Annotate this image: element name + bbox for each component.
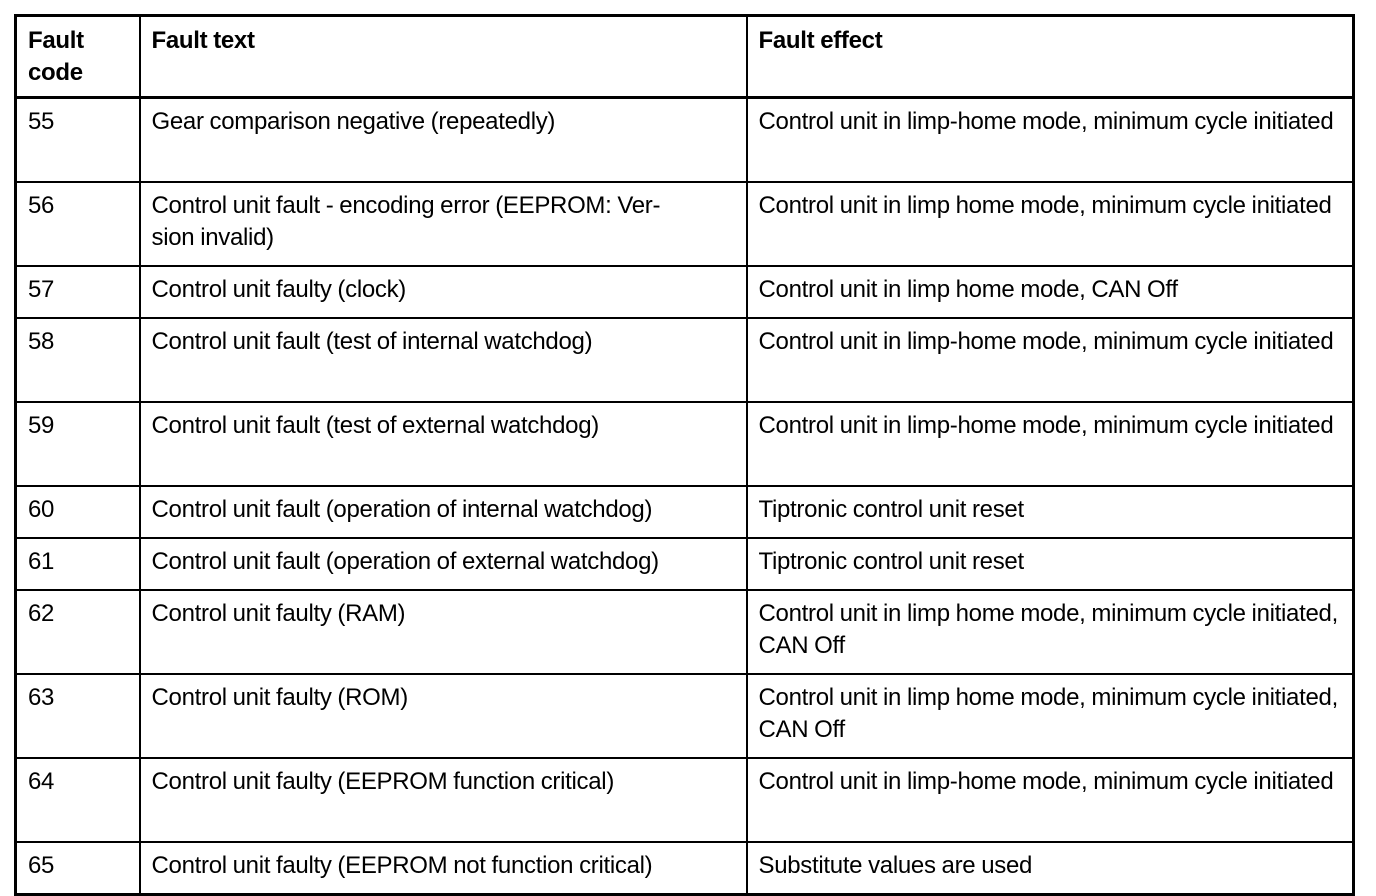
table-row: 60 Control unit fault (operation of inter… [14,484,1355,539]
cell-fault-effect-value: Control unit in limp-home mode, minimum … [758,327,1334,355]
cell-fault-effect: Control unit in limp home mode, minimum … [745,588,1355,675]
cell-fault-text-value: Gear comparison negative (repeatedly) [151,107,556,135]
cell-fault-code-value: 59 [28,411,55,439]
cell-fault-code-value: 58 [28,327,55,355]
cell-fault-text-value: Control unit faulty (EEPROM not function… [151,851,653,879]
table-row: 58 Control unit fault (test of internal w… [14,316,1355,403]
cell-fault-code-value: 62 [28,599,55,627]
cell-fault-code: 59 [14,400,141,487]
cell-fault-effect-value: Control unit in limp-home mode, minimum … [758,767,1334,795]
cell-fault-effect-value: Tiptronic control unit reset [758,495,1025,523]
table-header: Fault code Fault text Fault effect [14,14,1355,99]
cell-fault-code: 56 [14,180,141,267]
cell-fault-code-value: 57 [28,275,55,303]
cell-fault-code-value: 55 [28,107,55,135]
cell-fault-text-value: Control unit fault (test of external wat… [151,411,600,439]
cell-fault-effect: Tiptronic control unit reset [745,536,1355,591]
cell-fault-effect: Control unit in limp-home mode, minimum … [745,400,1355,487]
cell-fault-text-value: Control unit faulty (clock) [151,275,407,303]
table-row: 64 Control unit faulty (EEPROM function c… [14,756,1355,843]
cell-fault-code: 60 [14,484,141,539]
cell-fault-text: Control unit fault (test of external wat… [138,400,748,487]
cell-fault-effect: Control unit in limp home mode, CAN Off [745,264,1355,319]
cell-fault-code-value: 65 [28,851,55,879]
column-header-fault-text: Fault text [138,14,748,99]
cell-fault-text: Control unit faulty (clock) [138,264,748,319]
cell-fault-effect: Control unit in limp-home mode, minimum … [745,756,1355,843]
cell-fault-code: 63 [14,672,141,759]
fault-code-table-container: Fault code Fault text Fault effect 55 Gea… [14,14,1355,896]
cell-fault-effect: Control unit in limp-home mode, minimum … [745,316,1355,403]
cell-fault-text-value: Control unit fault - encoding error (EEP… [151,191,661,251]
cell-fault-effect-value: Control unit in limp home mode, minimum … [758,683,1339,743]
cell-fault-code: 57 [14,264,141,319]
table-row: 56 Control unit fault - encoding error (E… [14,180,1355,267]
cell-fault-effect-value: Control unit in limp home mode, CAN Off [758,275,1179,303]
cell-fault-text-value: Control unit fault (operation of interna… [151,495,653,523]
cell-fault-text-value: Control unit fault (test of internal wat… [151,327,593,355]
table-body: 55 Gear comparison negative (repeatedly) C… [14,96,1355,896]
cell-fault-code: 58 [14,316,141,403]
table-row: 59 Control unit fault (test of external w… [14,400,1355,487]
table-header-row: Fault code Fault text Fault effect [14,14,1355,99]
cell-fault-code-value: 61 [28,547,55,575]
cell-fault-text: Control unit faulty (ROM) [138,672,748,759]
cell-fault-code: 65 [14,840,141,896]
cell-fault-effect: Control unit in limp home mode, minimum … [745,672,1355,759]
cell-fault-text-value: Control unit faulty (EEPROM function cri… [151,767,615,795]
column-header-fault-code: Fault code [14,14,141,99]
cell-fault-text: Control unit faulty (EEPROM function cri… [138,756,748,843]
cell-fault-effect-value: Control unit in limp-home mode, minimum … [758,411,1334,439]
column-header-fault-effect: Fault effect [745,14,1355,99]
table-row: 65 Control unit faulty (EEPROM not functi… [14,840,1355,896]
table-row: 62 Control unit faulty (RAM) Control unit … [14,588,1355,675]
cell-fault-code: 62 [14,588,141,675]
cell-fault-code: 64 [14,756,141,843]
cell-fault-code-value: 64 [28,767,55,795]
cell-fault-effect: Control unit in limp home mode, minimum … [745,180,1355,267]
cell-fault-text-value: Control unit faulty (ROM) [151,683,409,711]
cell-fault-text: Control unit fault (operation of interna… [138,484,748,539]
cell-fault-code-value: 56 [28,191,55,219]
cell-fault-code-value: 63 [28,683,55,711]
table-row: 61 Control unit fault (operation of exter… [14,536,1355,591]
cell-fault-effect-value: Control unit in limp home mode, minimum … [758,599,1339,659]
table-row: 57 Control unit faulty (clock) Control uni… [14,264,1355,319]
cell-fault-effect-value: Substitute values are used [758,851,1033,879]
cell-fault-code: 55 [14,96,141,183]
cell-fault-text-value: Control unit faulty (RAM) [151,599,406,627]
cell-fault-text: Gear comparison negative (repeatedly) [138,96,748,183]
cell-fault-effect: Tiptronic control unit reset [745,484,1355,539]
cell-fault-effect-value: Control unit in limp-home mode, minimum … [758,107,1334,135]
cell-fault-text-value: Control unit fault (operation of externa… [151,547,660,575]
table-row: 55 Gear comparison negative (repeatedly) C… [14,96,1355,183]
cell-fault-effect: Substitute values are used [745,840,1355,896]
fault-code-table: Fault code Fault text Fault effect 55 Gea… [14,14,1355,896]
cell-fault-effect: Control unit in limp-home mode, minimum … [745,96,1355,183]
cell-fault-text: Control unit fault (test of internal wat… [138,316,748,403]
cell-fault-text: Control unit faulty (RAM) [138,588,748,675]
cell-fault-code: 61 [14,536,141,591]
cell-fault-text: Control unit fault (operation of externa… [138,536,748,591]
cell-fault-effect-value: Control unit in limp home mode, minimum … [758,191,1332,219]
table-row: 63 Control unit faulty (ROM) Control unit … [14,672,1355,759]
cell-fault-code-value: 60 [28,495,55,523]
cell-fault-text: Control unit fault - encoding error (EEP… [138,180,748,267]
cell-fault-text: Control unit faulty (EEPROM not function… [138,840,748,896]
cell-fault-effect-value: Tiptronic control unit reset [758,547,1025,575]
